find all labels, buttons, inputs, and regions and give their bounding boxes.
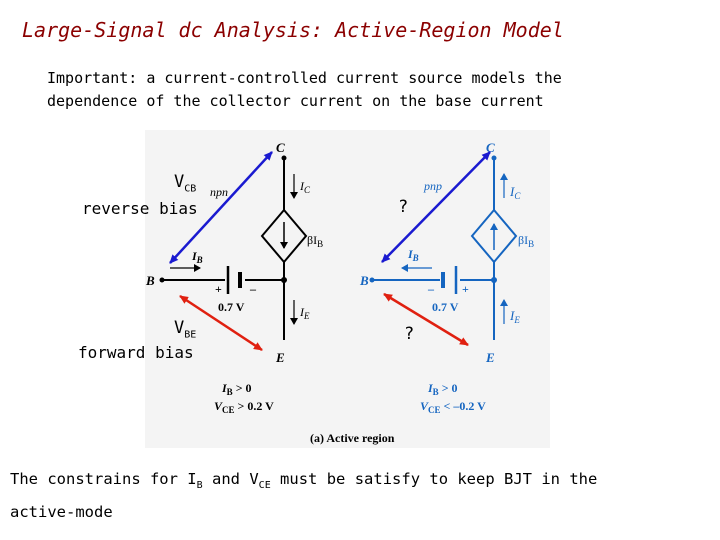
vcb-label: VCB	[174, 172, 197, 195]
figure-caption: (a) Active region	[310, 431, 395, 445]
pnp-condition-ib: IB > 0	[427, 381, 458, 397]
pnp-collector-terminal	[491, 155, 497, 161]
npn-vbe-value: 0.7 V	[218, 300, 245, 314]
vcb-arrow-npn	[169, 151, 273, 264]
npn-minus-sign: –	[249, 282, 257, 296]
pnp-condition-vce: VCE < –0.2 V	[420, 399, 486, 415]
forward-bias-label: forward bias	[78, 343, 194, 362]
npn-condition-ib: IB > 0	[221, 381, 252, 397]
pnp-node	[491, 277, 497, 283]
vbe-arrow-npn	[179, 294, 263, 352]
npn-plus-sign: +	[215, 282, 222, 296]
npn-type-label: npn	[210, 185, 228, 199]
pnp-emitter-label: E	[485, 350, 495, 365]
pnp-collector-label: C	[486, 140, 495, 155]
figure-background	[145, 130, 550, 448]
vbe-arrow-pnp	[383, 292, 469, 347]
npn-base-label: B	[145, 273, 155, 288]
npn-collector-terminal	[281, 155, 287, 161]
pnp-vbe-value: 0.7 V	[432, 300, 459, 314]
pnp-plus-sign: +	[462, 282, 469, 296]
vbe-label: VBE	[174, 318, 197, 341]
pnp-ic-label: IC	[509, 184, 521, 201]
question-mark-bottom: ?	[404, 324, 415, 344]
page-title: Large-Signal dc Analysis: Active-Region …	[22, 18, 564, 42]
vcb-arrow-pnp	[381, 151, 491, 263]
question-mark-top: ?	[398, 197, 409, 217]
npn-condition-vce: VCE > 0.2 V	[214, 399, 274, 415]
pnp-ie-label: IE	[509, 308, 520, 325]
npn-collector-label: C	[276, 140, 285, 155]
pnp-base-terminal	[369, 277, 375, 283]
npn-base-terminal	[159, 277, 165, 283]
pnp-minus-sign: –	[427, 282, 435, 296]
reverse-bias-label: reverse bias	[82, 199, 198, 218]
important-line-2: dependence of the collector current on t…	[47, 92, 544, 110]
footer-note: The constrains for IB and VCE must be sa…	[10, 470, 598, 522]
pnp-circuit	[372, 158, 518, 340]
important-note: Important: a current-controlled current …	[47, 67, 562, 113]
pnp-base-label: B	[359, 273, 369, 288]
npn-node	[281, 277, 287, 283]
npn-ie-label: IE	[299, 305, 310, 321]
npn-source-label: βIB	[307, 233, 323, 249]
pnp-type-label: pnp	[423, 179, 442, 193]
pnp-source-label: βIB	[518, 233, 534, 249]
npn-emitter-label: E	[275, 350, 285, 365]
important-line-1: Important: a current-controlled current …	[47, 69, 562, 87]
npn-ic-label: IC	[299, 179, 311, 195]
